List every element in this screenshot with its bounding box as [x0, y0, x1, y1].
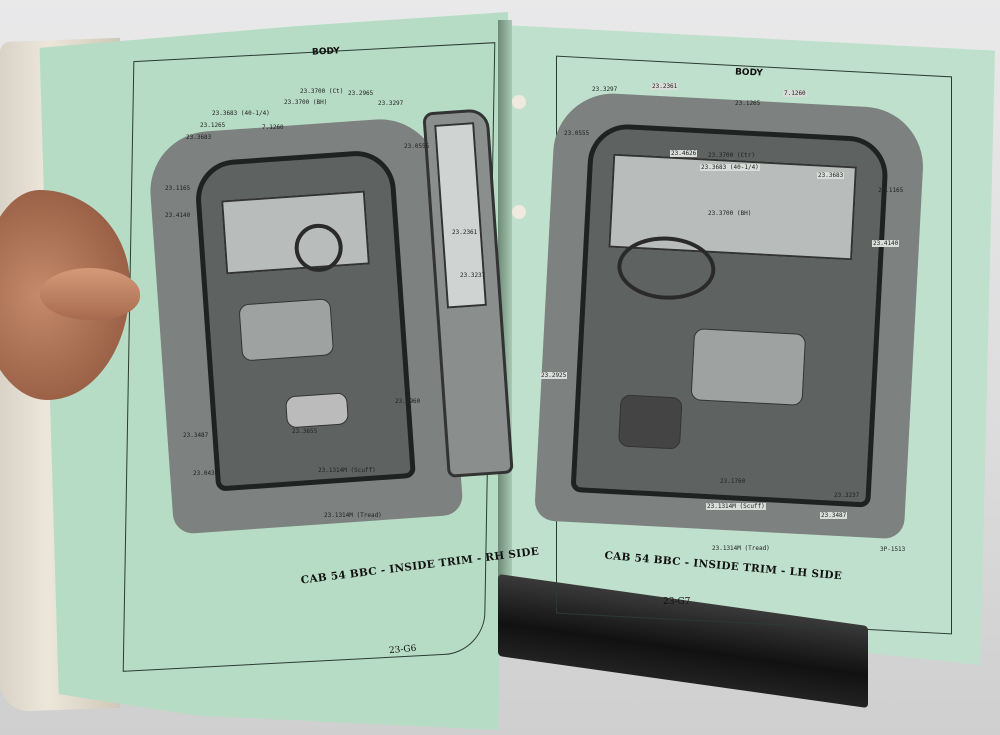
part-number-label: 23.3700 (BH): [708, 210, 752, 217]
right-page-header: BODY: [734, 67, 764, 79]
part-number-label: 23.3655: [292, 428, 318, 435]
part-number-label: 23.1314M (Scuff): [318, 467, 376, 474]
part-number-label: 23.3487: [183, 432, 209, 439]
right-page-number: 23-G7: [663, 597, 691, 607]
part-number-label: 23.4140: [165, 212, 191, 219]
part-number-label: 23.2361: [651, 83, 679, 90]
part-number-label: 7.1260: [783, 90, 807, 97]
part-number-label: 23.0555: [564, 130, 590, 137]
figure-code: 3P-1513: [880, 546, 906, 553]
part-number-label: 23.3237: [460, 272, 486, 279]
part-number-label: 23.3683: [186, 134, 212, 141]
part-number-label: 23.1265: [735, 100, 761, 107]
part-number-label: 23.3297: [592, 86, 618, 93]
part-number-label: 23.0430: [193, 470, 219, 477]
part-number-label: 23.2361: [452, 229, 478, 236]
part-number-label: 23.1760: [720, 478, 746, 485]
binder-hole: [512, 95, 526, 109]
part-number-label: 23.3700 (Ctr): [708, 152, 755, 159]
part-number-label: 23.1265: [200, 122, 226, 129]
part-number-label: 23.3683 (40-1/4): [700, 164, 760, 171]
part-number-label: 23.1314M (Tread): [324, 512, 382, 519]
part-number-label: 23.3700 (BH): [284, 99, 328, 106]
left-page-header: BODY: [311, 46, 341, 58]
part-number-label: 7.1260: [262, 124, 284, 131]
part-number-label: 23.1314M (Tread): [712, 545, 770, 552]
binder-hole: [512, 205, 526, 219]
part-number-label: 23.1314M (Scuff): [706, 503, 766, 510]
part-number-label: 23.3683 (40-1/4): [212, 110, 270, 117]
part-number-label: 23.0555: [404, 143, 430, 150]
part-number-label: 23.2965: [348, 90, 374, 97]
part-number-label: 23.3683: [817, 172, 845, 179]
part-number-label: 23.3237: [834, 492, 860, 499]
part-number-label: 23.4626: [670, 150, 698, 157]
part-number-label: 23.1165: [878, 187, 904, 194]
thumb: [40, 268, 140, 320]
part-number-label: 23.3700 (Ct): [300, 88, 344, 95]
part-number-label: 23.2925: [540, 372, 568, 379]
part-number-label: 23.4140: [872, 240, 900, 247]
part-number-label: 23.1165: [165, 185, 191, 192]
part-number-label: 23.3487: [820, 512, 848, 519]
part-number-label: 23.3297: [378, 100, 404, 107]
part-number-label: 23.1960: [395, 398, 421, 405]
